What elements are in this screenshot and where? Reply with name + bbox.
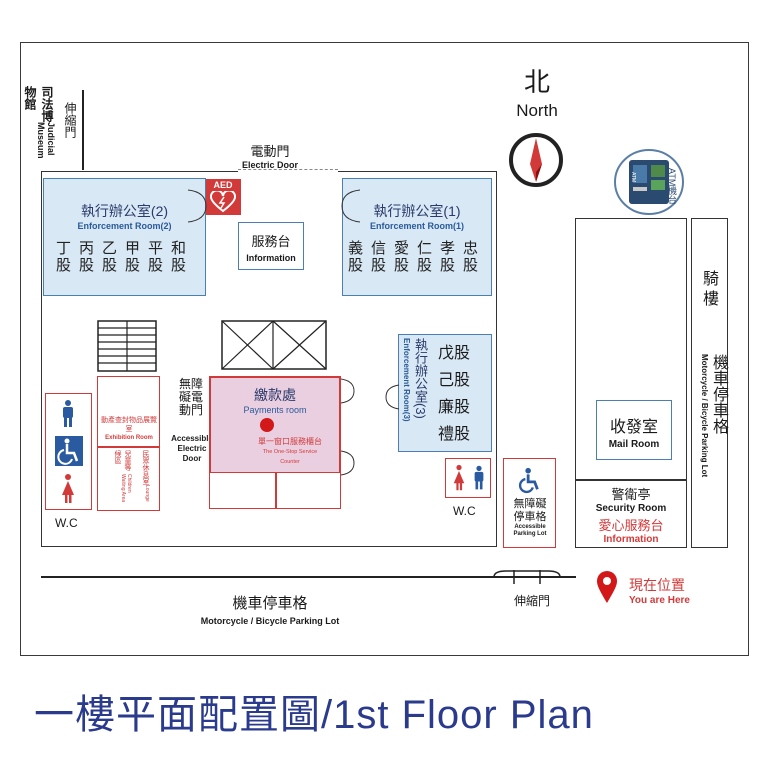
arcade-label: 騎樓 <box>703 271 720 308</box>
enforcement-room-2 <box>43 178 206 296</box>
unit: 廉股 <box>438 399 471 416</box>
room-3-units: 戊股 己股 廉股 禮股 <box>438 340 488 448</box>
wc-right-label: W.C <box>453 504 476 518</box>
wheelchair-icon <box>55 436 83 466</box>
gate-symbol-icon <box>493 570 561 584</box>
enforcement-room-3-label: 執行辦公室(3) Enforcement Room(3) <box>402 338 428 422</box>
exhibition-room <box>97 376 160 511</box>
unit: 義股 <box>348 240 364 274</box>
elevator-icon <box>221 320 327 370</box>
unit: 忠股 <box>463 240 479 274</box>
unit: 己股 <box>438 372 471 389</box>
location-pin-icon <box>597 571 617 603</box>
service-counter-label: 單一窗口服務櫃台 The One-Stop Service Counter <box>258 437 322 465</box>
bottom-gate-line <box>41 576 576 578</box>
site-frame <box>20 42 749 656</box>
exhibition-divider <box>97 446 160 448</box>
atm-icon <box>614 149 684 215</box>
accessible-door-en: Accessible Electric Door <box>171 434 213 463</box>
top-gate-label: 伸縮門 <box>63 102 77 138</box>
unit: 丁股 <box>56 240 72 274</box>
service-counter-marker <box>260 418 274 432</box>
stairs-icon <box>97 320 157 372</box>
security-label: 警衛亭 Security Room 愛心服務台 Information <box>595 487 667 545</box>
security-room <box>575 480 687 548</box>
male-icon <box>474 465 484 490</box>
payments-label: 繳款處 Payments room <box>243 387 307 415</box>
electric-door-gap <box>238 169 338 175</box>
accessible-door-label: 無障礙電動門 <box>172 378 212 417</box>
here-label: 現在位置 You are Here <box>629 577 690 606</box>
aed-icon: AED <box>205 179 241 215</box>
unit: 戊股 <box>438 345 471 362</box>
door-swing-icon <box>340 378 355 404</box>
unit: 和股 <box>171 240 187 274</box>
scooter-right-label: 機車停車格 Motorcycle / Bicycle Parking Lot <box>700 354 727 478</box>
unit: 丙股 <box>79 240 95 274</box>
enforcement-room-3 <box>398 334 492 452</box>
unit: 仁股 <box>417 240 433 274</box>
enforcement-room-2-label: 執行辦公室(2) Enforcement Room(2) <box>77 203 172 231</box>
top-gate-line <box>82 90 84 170</box>
room-2-units: 丁股 丙股 乙股 甲股 平股 和股 <box>56 240 188 274</box>
wheelchair-icon <box>518 467 539 494</box>
accessible-parking-label: 無障礙停車格 Accessible Parking Lot <box>513 498 547 537</box>
unit: 平股 <box>148 240 164 274</box>
door-swing-icon <box>341 189 361 223</box>
atm-zh-label: ATM機台 <box>667 168 677 205</box>
unit: 信股 <box>371 240 387 274</box>
female-icon <box>62 474 74 503</box>
childcare-label: 兒童等候區 Children Waiting Area <box>114 450 132 502</box>
bottom-gate-label: 伸縮門 <box>514 594 551 608</box>
accessible-door-zh: 無障礙電動門 <box>179 377 204 417</box>
door-swing-icon <box>187 189 207 223</box>
payments-divider <box>275 472 277 509</box>
unit: 愛股 <box>394 240 410 274</box>
page-title: 一樓平面配置圖/1st Floor Plan <box>34 693 594 737</box>
unit: 乙股 <box>102 240 118 274</box>
enforcement-room-1-label: 執行辦公室(1) Enforcement Room(1) <box>369 203 464 231</box>
unit: 禮股 <box>438 426 471 443</box>
lounge-label: 民眾休息室 Lounge <box>142 450 150 502</box>
info-desk: 服務台 Information <box>238 222 304 270</box>
unit: 甲股 <box>125 240 141 274</box>
enforcement-room-1 <box>342 178 492 296</box>
mail-room: 收發室 Mail Room <box>596 400 672 460</box>
electric-door-label: 電動門 Electric Door <box>241 144 299 170</box>
female-icon <box>453 464 465 491</box>
payments-room <box>209 376 341 474</box>
room-1-units: 義股 信股 愛股 仁股 孝股 忠股 <box>348 240 481 274</box>
male-icon <box>63 400 73 427</box>
atm-label: ATM <box>630 172 636 183</box>
unit: 孝股 <box>440 240 456 274</box>
wc-left-label: W.C <box>55 516 78 530</box>
door-swing-icon <box>385 384 400 410</box>
north-label: 北 North <box>516 67 558 120</box>
exhibition-label: 動產查封物品展覽室 Exhibition Room <box>101 417 157 441</box>
judicial-museum-label: 司法博物館 Judicial Museum <box>23 86 56 159</box>
arcade-parking-column <box>691 218 728 548</box>
compass-icon <box>509 133 563 187</box>
door-swing-icon <box>340 450 355 476</box>
scooter-bottom-label: 機車停車格 Motorcycle / Bicycle Parking Lot <box>200 595 340 626</box>
